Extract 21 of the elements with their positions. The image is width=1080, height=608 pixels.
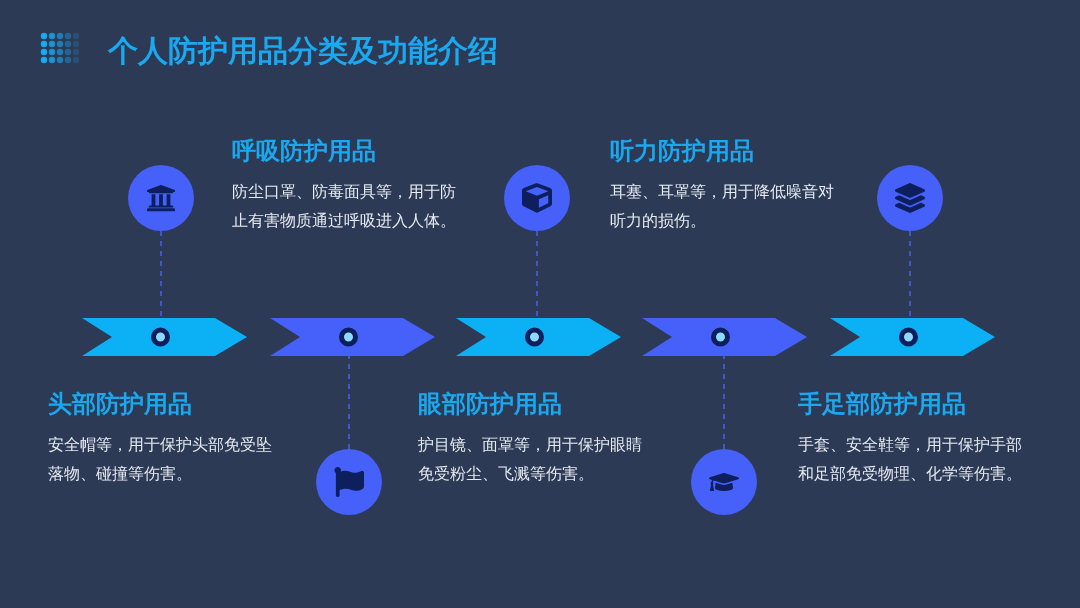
description-text: 安全帽等，用于保护头部免受坠落物、碰撞等伤害。 (48, 434, 273, 485)
timeline-segment (270, 318, 435, 356)
dashed-connector (723, 355, 725, 450)
dashed-connector (160, 230, 162, 319)
timeline-segment (82, 318, 247, 356)
category-heading: 头部防护用品 (48, 389, 192, 420)
category-heading: 眼部防护用品 (418, 389, 562, 420)
timeline-segment (456, 318, 621, 356)
title: 个人防护用品分类及功能介绍 (108, 32, 498, 70)
description-text: 手套、安全鞋等，用于保护手部和足部免受物理、化学等伤害。 (798, 434, 1023, 485)
dashed-connector (536, 230, 538, 319)
description-text: 护目镜、面罩等，用于保护眼睛免受粉尘、飞溅等伤害。 (418, 434, 643, 485)
dashed-connector (909, 230, 911, 319)
description-text: 防尘口罩、防毒面具等，用于防止有害物质通过呼吸进入人体。 (232, 181, 457, 232)
description-text: 耳塞、耳罩等，用于降低噪音对听力的损伤。 (610, 181, 835, 232)
category-heading: 听力防护用品 (610, 136, 754, 167)
category-heading: 手足部防护用品 (798, 389, 966, 420)
dashed-connector (348, 355, 350, 450)
category-heading: 呼吸防护用品 (232, 136, 376, 167)
timeline-segment (642, 318, 807, 356)
timeline-segment (830, 318, 995, 356)
